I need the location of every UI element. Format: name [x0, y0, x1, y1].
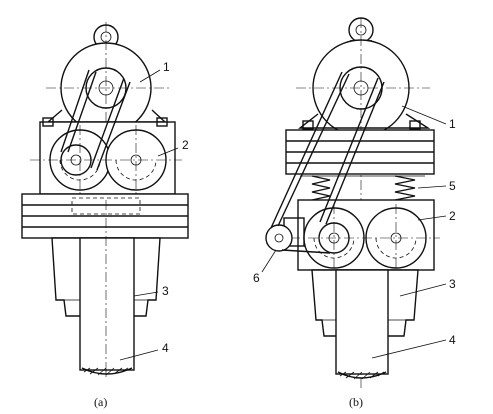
label-pile-b: 4: [449, 333, 456, 347]
label-spring-b: 5: [449, 179, 456, 193]
label-tension-pulley-b: 6: [253, 271, 260, 285]
pile-b: [335, 269, 389, 380]
v-belt-b: [270, 71, 385, 254]
exciter-b: [283, 199, 440, 274]
label-pile-cap-a: 3: [162, 284, 169, 298]
exciter-a: [30, 117, 182, 195]
v-belt-a: [60, 69, 131, 171]
springs-b: [300, 175, 425, 201]
leaders-b: [261, 105, 447, 359]
label-exciter-a: 2: [182, 138, 189, 152]
caption-b: (b): [349, 395, 363, 409]
panel-b: 1 5 2 3 4 6 (b): [253, 17, 456, 409]
label-exciter-b: 2: [449, 209, 456, 223]
plate-stack-a: [21, 193, 189, 239]
label-motor-b: 1: [449, 117, 456, 131]
label-pile-cap-b: 3: [449, 277, 456, 291]
leaders-a: [119, 69, 179, 361]
tension-pulley-b: [265, 224, 293, 252]
label-motor-a: 1: [163, 60, 170, 74]
label-pile-a: 4: [162, 341, 169, 355]
pile-a: [79, 200, 135, 380]
upper-plate-stack-b: [285, 129, 435, 175]
panel-a: 1 2 3 4 (a): [21, 22, 189, 409]
caption-a: (a): [94, 395, 107, 409]
